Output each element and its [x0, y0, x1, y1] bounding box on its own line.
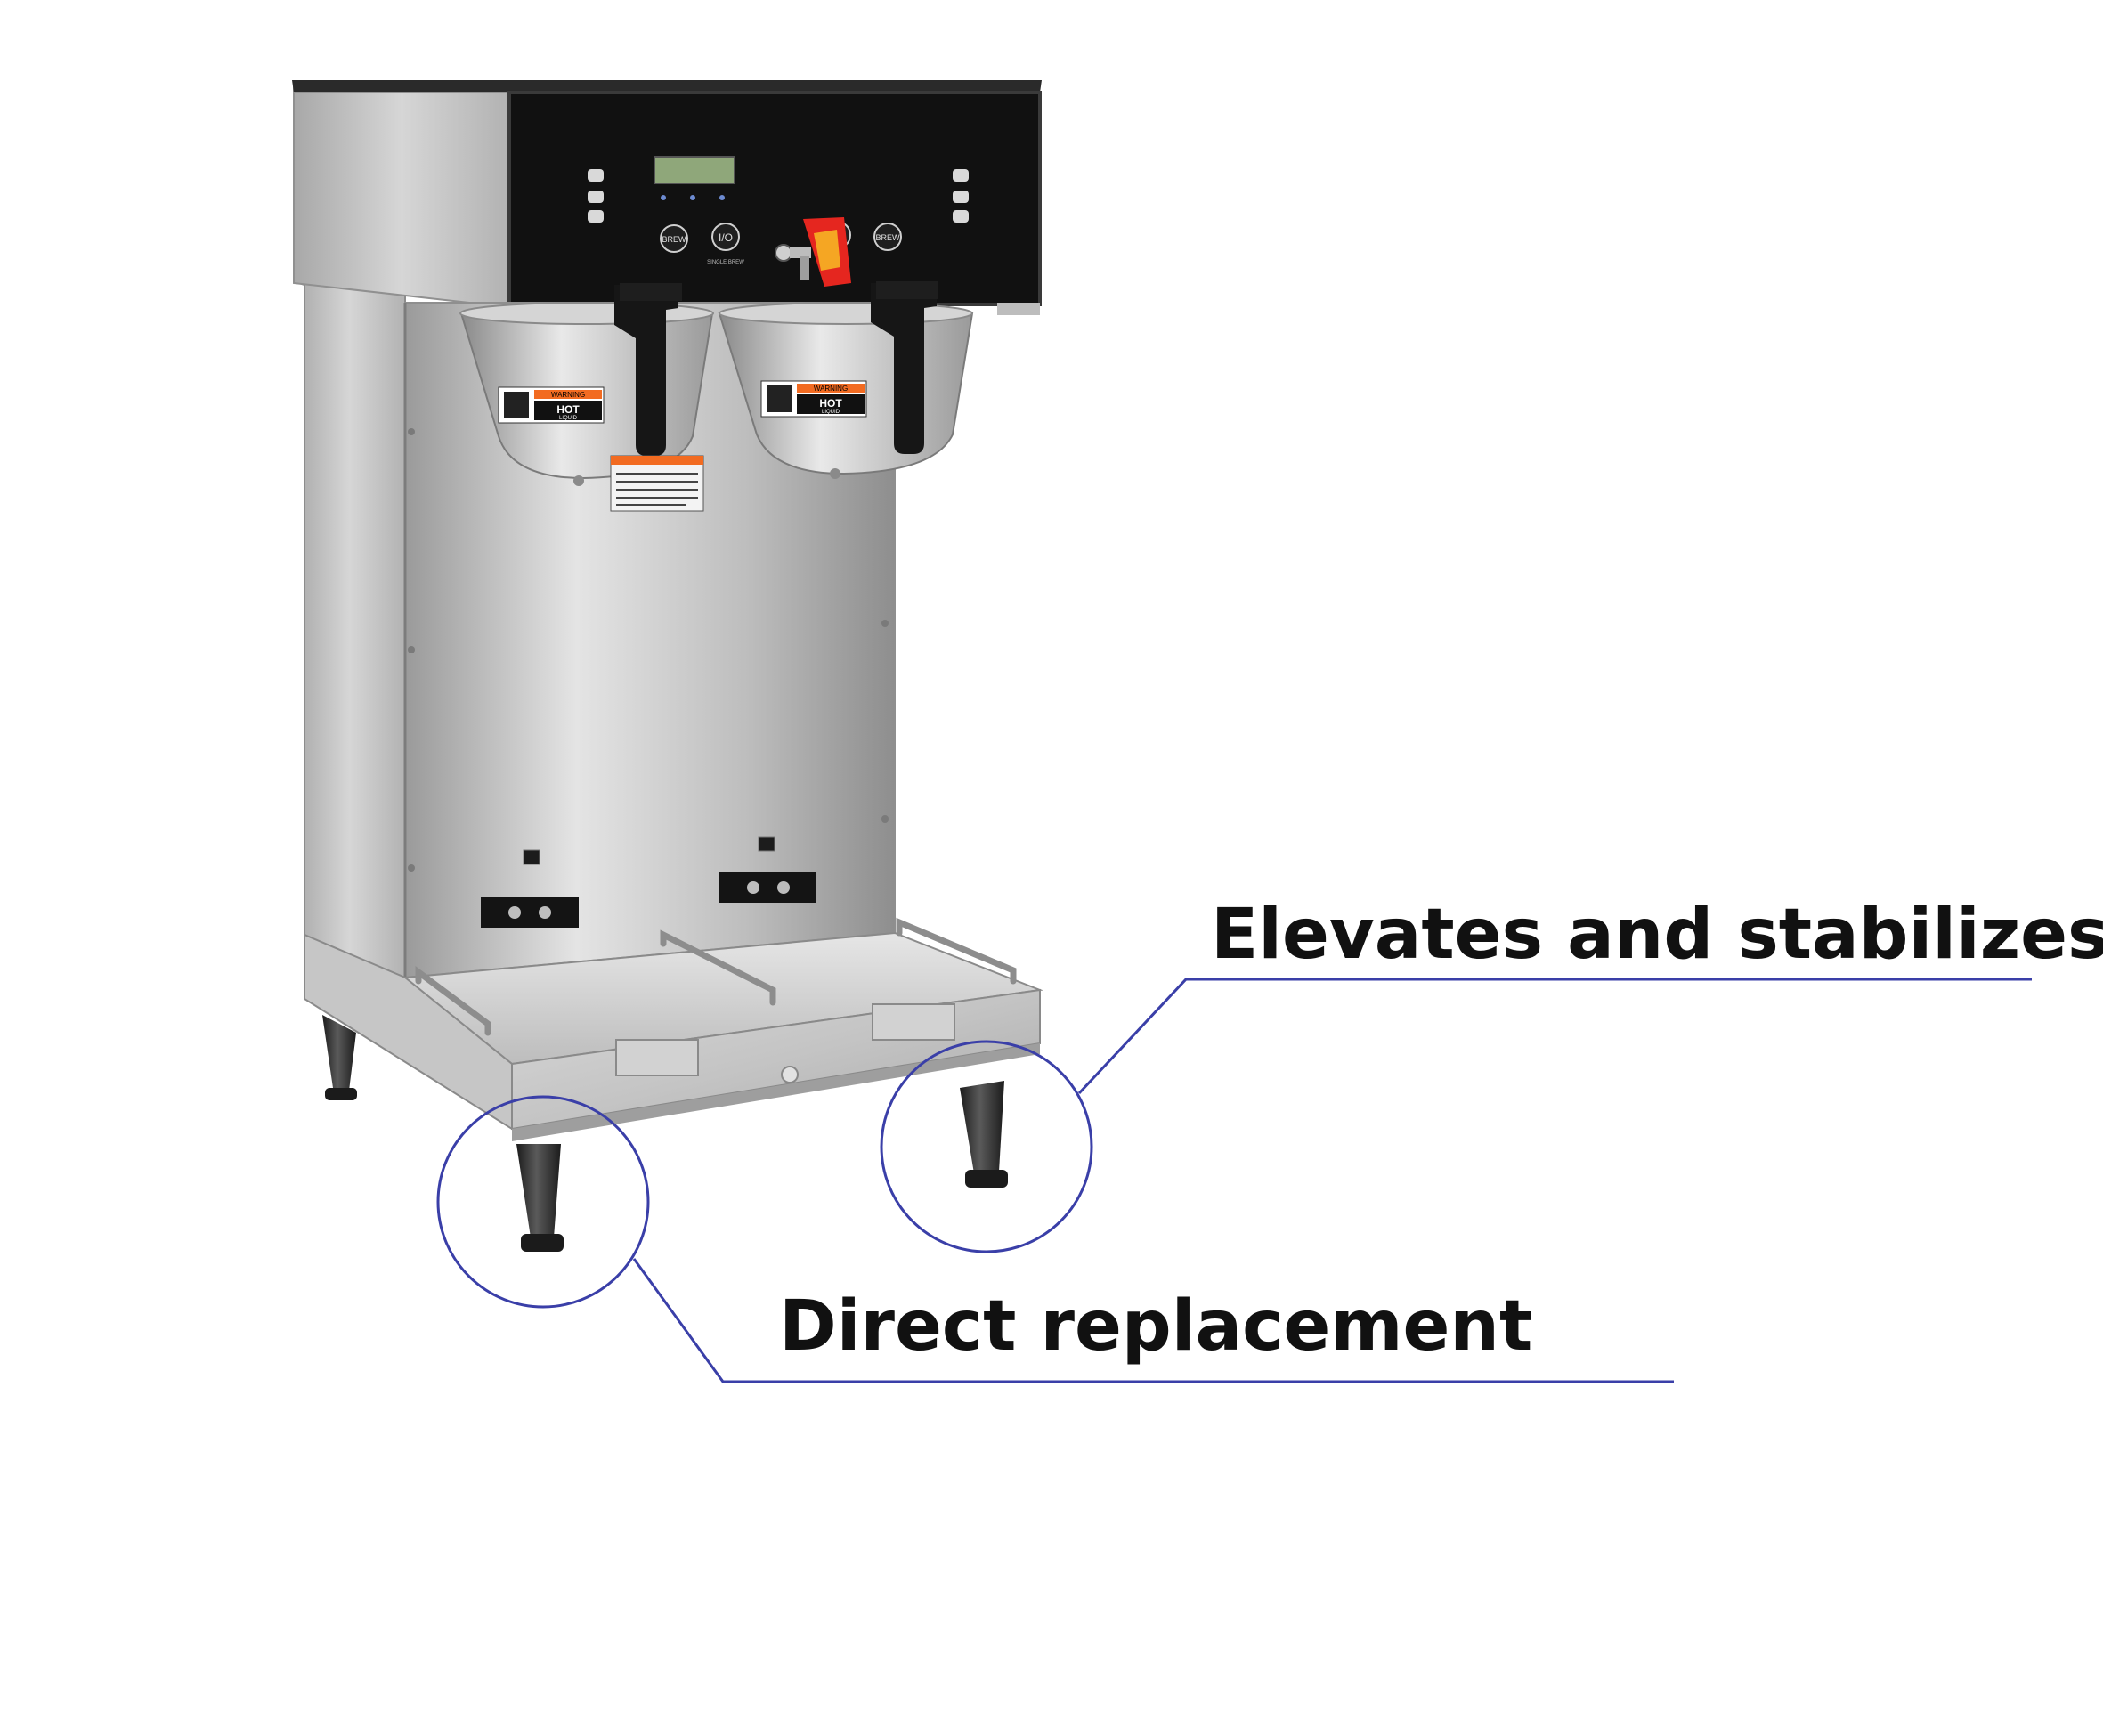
brew-button-right-label: BREW [876, 233, 901, 242]
hot-water-faucet [775, 217, 851, 287]
panel-drip-edge [997, 303, 1040, 315]
callout-circle-left [436, 1095, 650, 1309]
warmer-connector-right [719, 836, 816, 903]
callout-circle-right [880, 1040, 1093, 1253]
leg-back-left [322, 1015, 357, 1100]
callout-direct [436, 1095, 1674, 1383]
brew-button-right: BREW [873, 223, 902, 251]
indicator-light [690, 195, 695, 200]
funnel-handle-right [871, 283, 937, 454]
brew-button-left: BREW [660, 224, 688, 253]
warning-text-left: WARNING [551, 391, 585, 399]
brew-funnel-left: WARNING HOT LIQUID [459, 283, 714, 480]
sprayhead-right [830, 468, 840, 479]
lcd-display [654, 156, 735, 184]
power-button-label: I/O [719, 231, 733, 244]
indicator-light [719, 195, 725, 200]
callout-elevates [880, 978, 2032, 1253]
tray-clip-left [615, 1039, 699, 1076]
liquid-text-right: LIQUID [822, 410, 840, 415]
hot-text-right: HOT [819, 397, 842, 410]
power-button: I/O SINGLE BREW [707, 223, 744, 265]
brew-button-left-label: BREW [662, 235, 687, 244]
right-nav-buttons [953, 169, 969, 223]
brewer-head-side [293, 92, 510, 309]
liquid-text-left: LIQUID [559, 416, 578, 421]
funnel-handle-left [614, 285, 678, 456]
tray-drain-knob [781, 1066, 799, 1083]
service-warning-sticker [610, 455, 704, 512]
brew-funnel-right: WARNING HOT LIQUID [718, 281, 974, 475]
sprayhead-left [573, 475, 584, 486]
left-nav-buttons [588, 169, 604, 223]
tray-clip-right [872, 1003, 955, 1041]
callout-line-elevates [1077, 978, 2032, 1095]
single-brew-label: SINGLE BREW [707, 260, 744, 265]
hot-text-left: HOT [556, 403, 580, 416]
leg-front-right [960, 1081, 1008, 1188]
callout-label-direct: Direct replacement [779, 1286, 1533, 1367]
tray-rails [415, 917, 1017, 1036]
stand-base-lip [512, 1043, 1040, 1141]
callout-label-elevates: Elevates and stabilizes [1211, 895, 2103, 975]
brewer-top [292, 80, 1042, 93]
indicator-light [661, 195, 666, 200]
callout-line-direct [632, 1258, 1674, 1383]
drip-tray-side [304, 933, 513, 1131]
warmer-connector-left [481, 849, 579, 928]
warning-text-right: WARNING [814, 385, 848, 393]
coffee-brewer: BREW I/O SINGLE BREW BREW [292, 80, 1043, 1252]
leg-front-left [516, 1144, 564, 1252]
